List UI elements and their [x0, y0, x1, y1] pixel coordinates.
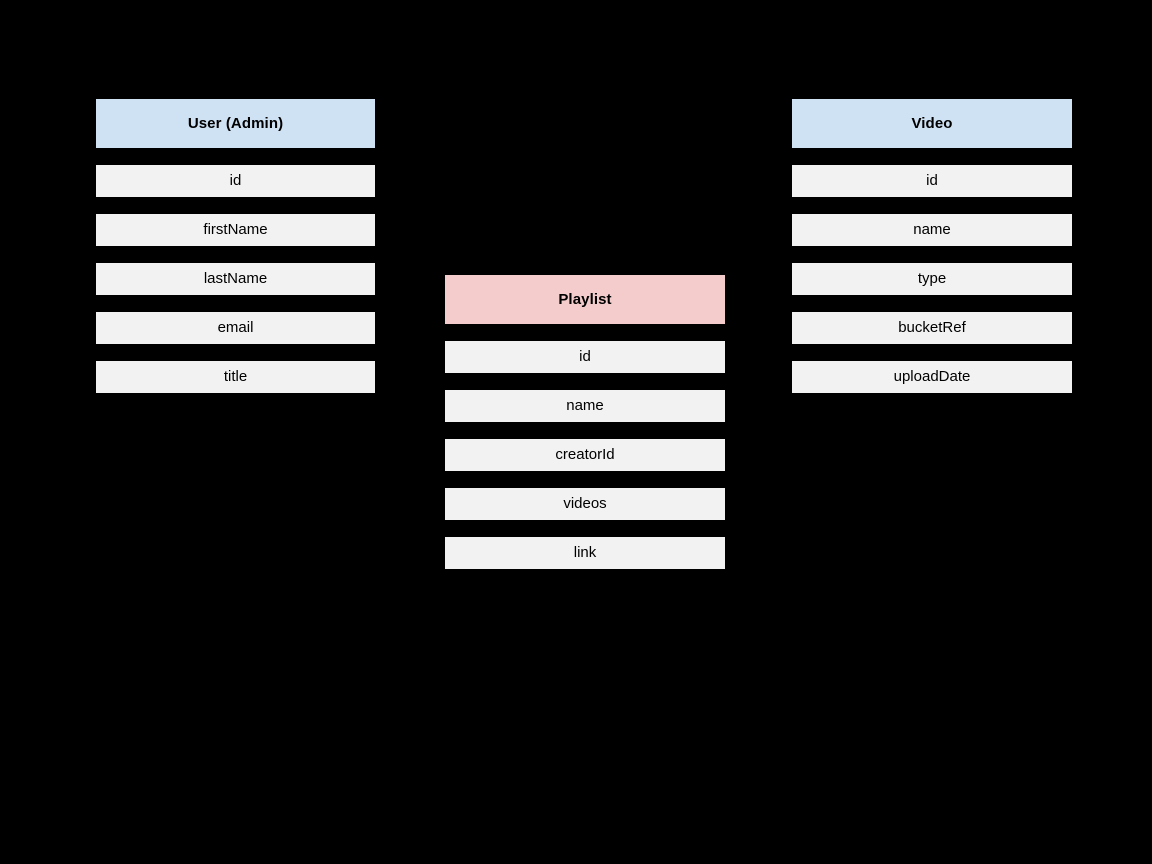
entity-user[interactable]: User (Admin) id firstName lastName email… [96, 99, 375, 393]
field-row[interactable]: email [96, 312, 375, 344]
field-row[interactable]: name [792, 214, 1072, 246]
field-row[interactable]: type [792, 263, 1072, 295]
field-row[interactable]: bucketRef [792, 312, 1072, 344]
entity-playlist-header: Playlist [445, 275, 725, 324]
entity-user-header: User (Admin) [96, 99, 375, 148]
field-row[interactable]: id [445, 341, 725, 373]
entity-video-fields: id name type bucketRef uploadDate [792, 165, 1072, 393]
field-row[interactable]: videos [445, 488, 725, 520]
field-row[interactable]: uploadDate [792, 361, 1072, 393]
entity-video-header: Video [792, 99, 1072, 148]
field-row[interactable]: title [96, 361, 375, 393]
entity-playlist[interactable]: Playlist id name creatorId videos link [445, 275, 725, 569]
entity-video[interactable]: Video id name type bucketRef uploadDate [792, 99, 1072, 393]
field-row[interactable]: lastName [96, 263, 375, 295]
entity-user-fields: id firstName lastName email title [96, 165, 375, 393]
field-row[interactable]: name [445, 390, 725, 422]
field-row[interactable]: id [792, 165, 1072, 197]
field-row[interactable]: link [445, 537, 725, 569]
field-row[interactable]: firstName [96, 214, 375, 246]
field-row[interactable]: id [96, 165, 375, 197]
entity-playlist-fields: id name creatorId videos link [445, 341, 725, 569]
field-row[interactable]: creatorId [445, 439, 725, 471]
